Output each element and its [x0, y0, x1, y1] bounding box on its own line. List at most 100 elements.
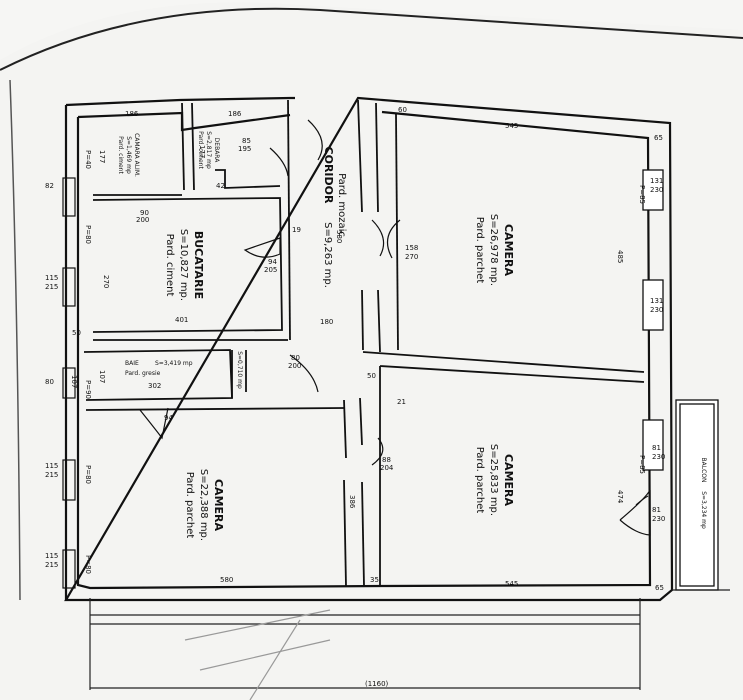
dim-580: 580 [335, 230, 343, 243]
room-bucatarie: BUCATARIE S=10,827 mp. Pard. ciment [164, 229, 205, 301]
room-floor: Pard. ciment [197, 131, 204, 169]
room-floor: Pard. parchet [184, 472, 195, 539]
dim-w215c: 215 [45, 561, 58, 569]
label-p85a: P=85 [638, 185, 646, 204]
room-floor: Pard. parchet [474, 447, 485, 514]
dim-w230b: 230 [650, 306, 663, 314]
room-baie: BAIE S=3,419 mp Pard. gresie [125, 360, 193, 377]
dim-270: 270 [102, 275, 110, 288]
stamp [184, 609, 331, 700]
room-floor: Pard. parchet [474, 217, 485, 284]
dim-d80: 80 [291, 354, 300, 362]
dim-w81a: 81 [652, 444, 661, 452]
dim-177b: 177 [198, 145, 206, 158]
dim-474: 474 [616, 490, 624, 504]
room-camera-left: CAMERA S=22,388 mp. Pard. parchet [184, 469, 225, 541]
room-area: S=1,469 mp [125, 136, 132, 174]
dim-177: 177 [98, 150, 106, 163]
room-floor: Pard. mozaic [336, 173, 347, 237]
dim-bottom-545: 545 [505, 580, 518, 588]
room-name: BUCATARIE [192, 231, 205, 299]
room-name: BAIE [125, 360, 139, 367]
dim-top-545: 545 [505, 122, 518, 130]
room-area: S=2,817 mp [205, 131, 212, 169]
label-p85b: P=85 [638, 455, 646, 474]
dim-w82: 82 [45, 182, 54, 190]
room-balcon: BALCON S=3,234 mp [700, 458, 707, 529]
dim-d90: 90 [140, 209, 149, 217]
room-name: CAMARA ALIM. [133, 133, 140, 177]
room-area: S=3,234 mp [700, 491, 707, 529]
label-p80b: P=80 [84, 465, 92, 484]
left-windows [62, 177, 76, 589]
dim-107b: 107 [98, 370, 106, 383]
room-name: CAMERA [212, 479, 225, 532]
room-area: S=10,827 mp. [178, 229, 189, 301]
dimensions: 545 186 186 65 580 545 35 65 (1160) 401 … [45, 106, 665, 688]
page-edge-line-2 [9, 79, 21, 601]
room-coridor: CORIDOR S=9,263 mp. Pard. mozaic [322, 147, 347, 288]
dim-bottom-65: 65 [655, 584, 664, 592]
dim-d204: 204 [380, 464, 394, 472]
room-name: CAMERA [502, 224, 515, 277]
room-area: S=9,263 mp. [322, 222, 333, 288]
dim-d94: 94 [268, 258, 277, 266]
room-floor: Pard. gresie [125, 370, 161, 377]
dim-w80: 80 [45, 378, 54, 386]
dim-top-186b: 186 [228, 110, 242, 118]
doors [139, 119, 651, 536]
dim-w115b: 115 [45, 462, 58, 470]
room-area: S=3,419 mp [155, 360, 193, 367]
room-floor: Pard. ciment [164, 234, 175, 297]
dim-w215a: 215 [45, 283, 58, 291]
dim-d205: 205 [264, 266, 277, 274]
dim-d94b: 94 [164, 414, 173, 422]
page-edge-line [0, 7, 743, 71]
room-debara: DEBARA S=2,817 mp Pard. ciment [197, 131, 220, 169]
room-name: BALCON [700, 458, 707, 483]
dim-42: 42 [216, 182, 225, 190]
dim-w131b: 131 [650, 297, 663, 305]
room-camera-top: CAMERA S=26,978 mp. Pard. parchet [474, 214, 515, 286]
room-camara: CAMARA ALIM. S=1,469 mp Pard. ciment [117, 133, 140, 177]
label-p40: P=40 [84, 150, 92, 169]
dim-top-186a: 186 [125, 110, 139, 118]
dim-d200b: 200 [288, 362, 301, 370]
dim-w131a: 131 [650, 177, 663, 185]
room-name: DEBARA [213, 138, 220, 164]
room-name: CAMERA [502, 454, 515, 507]
room-area: S=0,710 mp [236, 351, 243, 389]
dim-coridor-180: 180 [320, 318, 333, 326]
dim-386: 386 [348, 495, 356, 509]
room-area: S=22,388 mp. [198, 469, 209, 541]
bottom-lines [89, 589, 730, 690]
dim-w215b: 215 [45, 471, 58, 479]
dim-top-65: 65 [654, 134, 663, 142]
room-wc: S=0,710 mp [236, 351, 243, 389]
room-floor: Pard. ciment [117, 136, 124, 174]
dim-d88: 88 [382, 456, 391, 464]
dim-50: 50 [367, 372, 376, 380]
dim-107: 107 [70, 375, 78, 388]
label-p80c: P=80 [84, 555, 92, 574]
dim-bottom-580: 580 [220, 576, 233, 584]
dim-w230d: 230 [652, 515, 665, 523]
room-camera-right: CAMERA S=25,833 mp. Pard. parchet [474, 444, 515, 516]
dim-total: (1160) [365, 680, 389, 688]
dim-50-left: 50 [72, 329, 81, 337]
dim-19: 19 [292, 226, 301, 234]
dim-21: 21 [397, 398, 406, 406]
dim-d270: 270 [405, 253, 418, 261]
dim-w115c: 115 [45, 552, 58, 560]
dim-w230a: 230 [650, 186, 663, 194]
room-name: CORIDOR [322, 147, 335, 204]
dim-w81b: 81 [652, 506, 661, 514]
dim-baie-302: 302 [148, 382, 161, 390]
dim-485: 485 [616, 250, 624, 263]
dim-bottom-35: 35 [370, 576, 379, 584]
label-p90: P=90 [84, 380, 92, 399]
dim-d195: 195 [238, 145, 251, 153]
label-p80a: P=80 [84, 225, 92, 244]
